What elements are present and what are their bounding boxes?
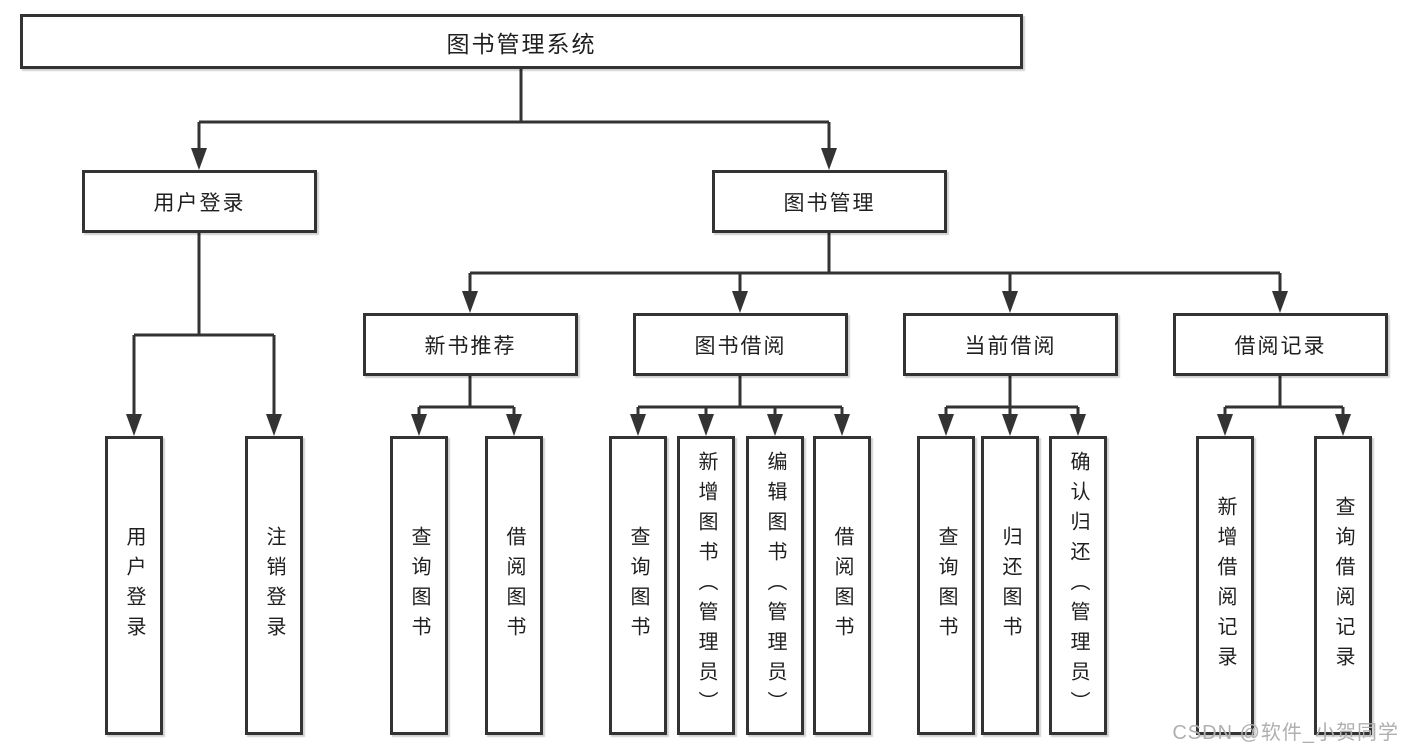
- edge-userlogin-to-leaves: [132, 233, 276, 416]
- edge-current-to-leaves: [944, 376, 1080, 416]
- arrow-icon: [126, 414, 142, 436]
- node-library-management-system: 图书管理系统: [20, 14, 1023, 69]
- arrow-icon: [630, 414, 646, 436]
- node-user-login-branch: 用户登录: [82, 170, 317, 233]
- arrow-icon: [266, 414, 282, 436]
- node-label: 查询图书: [935, 525, 957, 646]
- leaf-query-books-current: 查询图书: [917, 436, 975, 735]
- arrow-icon: [1002, 414, 1018, 436]
- node-label: 借阅记录: [1234, 334, 1327, 358]
- leaf-logout: 注销登录: [245, 436, 303, 735]
- leaf-query-books-borrowing: 查询图书: [609, 436, 667, 735]
- node-label: 新增借阅记录: [1214, 495, 1236, 676]
- node-book-management-branch: 图书管理: [712, 170, 947, 233]
- node-label: 借阅图书: [831, 525, 853, 646]
- node-label: 图书管理: [783, 191, 876, 215]
- leaf-edit-books-admin: 编辑图书（管理员）: [746, 436, 804, 735]
- node-new-book-recommend: 新书推荐: [363, 313, 578, 376]
- arrow-icon: [767, 414, 783, 436]
- arrow-icon: [1335, 414, 1351, 436]
- node-label: 借阅图书: [503, 525, 525, 646]
- arrow-icon: [732, 291, 748, 313]
- leaf-add-borrow-record: 新增借阅记录: [1196, 436, 1254, 735]
- edge-root-to-level2: [197, 69, 831, 150]
- edge-newbooks-to-leaves: [417, 376, 516, 416]
- node-label: 注销登录: [263, 525, 285, 646]
- node-label: 图书管理系统: [446, 30, 597, 57]
- node-label: 当前借阅: [964, 334, 1057, 358]
- arrow-icon: [411, 414, 427, 436]
- arrow-icon: [191, 148, 207, 170]
- arrow-icon: [834, 414, 850, 436]
- node-label: 编辑图书（管理员）: [764, 450, 786, 721]
- leaf-return-books: 归还图书: [981, 436, 1039, 735]
- node-label: 用户登录: [153, 191, 246, 215]
- arrow-icon: [1002, 291, 1018, 313]
- arrow-icon: [1070, 414, 1086, 436]
- node-label: 图书借阅: [694, 334, 787, 358]
- node-label: 查询图书: [627, 525, 649, 646]
- arrow-icon: [506, 414, 522, 436]
- node-label: 查询借阅记录: [1332, 495, 1354, 676]
- node-label: 新书推荐: [424, 334, 517, 358]
- node-book-borrowing: 图书借阅: [633, 313, 848, 376]
- arrow-icon: [698, 414, 714, 436]
- arrow-icon: [1272, 291, 1288, 313]
- node-label: 归还图书: [999, 525, 1021, 646]
- node-label: 新增图书（管理员）: [695, 450, 717, 721]
- arrow-icon: [462, 291, 478, 313]
- edge-records-to-leaves: [1223, 376, 1345, 416]
- leaf-user-login: 用户登录: [105, 436, 163, 735]
- leaf-borrow-books: 借阅图书: [813, 436, 871, 735]
- leaf-query-borrow-record: 查询借阅记录: [1314, 436, 1372, 735]
- node-label: 确认归还（管理员）: [1067, 450, 1089, 721]
- leaf-add-books-admin: 新增图书（管理员）: [677, 436, 735, 735]
- arrow-icon: [938, 414, 954, 436]
- node-label: 用户登录: [123, 525, 145, 646]
- leaf-confirm-return-admin: 确认归还（管理员）: [1049, 436, 1107, 735]
- leaf-borrow-books-recommend: 借阅图书: [485, 436, 543, 735]
- node-borrowing-records: 借阅记录: [1173, 313, 1388, 376]
- node-current-borrowing: 当前借阅: [903, 313, 1118, 376]
- csdn-watermark: CSDN @软件_小贺同学: [1172, 722, 1399, 744]
- leaf-query-books-recommend: 查询图书: [390, 436, 448, 735]
- arrowheads: [126, 148, 1351, 436]
- node-label: 查询图书: [408, 525, 430, 646]
- edge-borrowing-to-leaves: [636, 376, 844, 416]
- arrow-icon: [1217, 414, 1233, 436]
- arrow-icon: [821, 148, 837, 170]
- edge-bookmgmt-to-level3: [468, 233, 1282, 293]
